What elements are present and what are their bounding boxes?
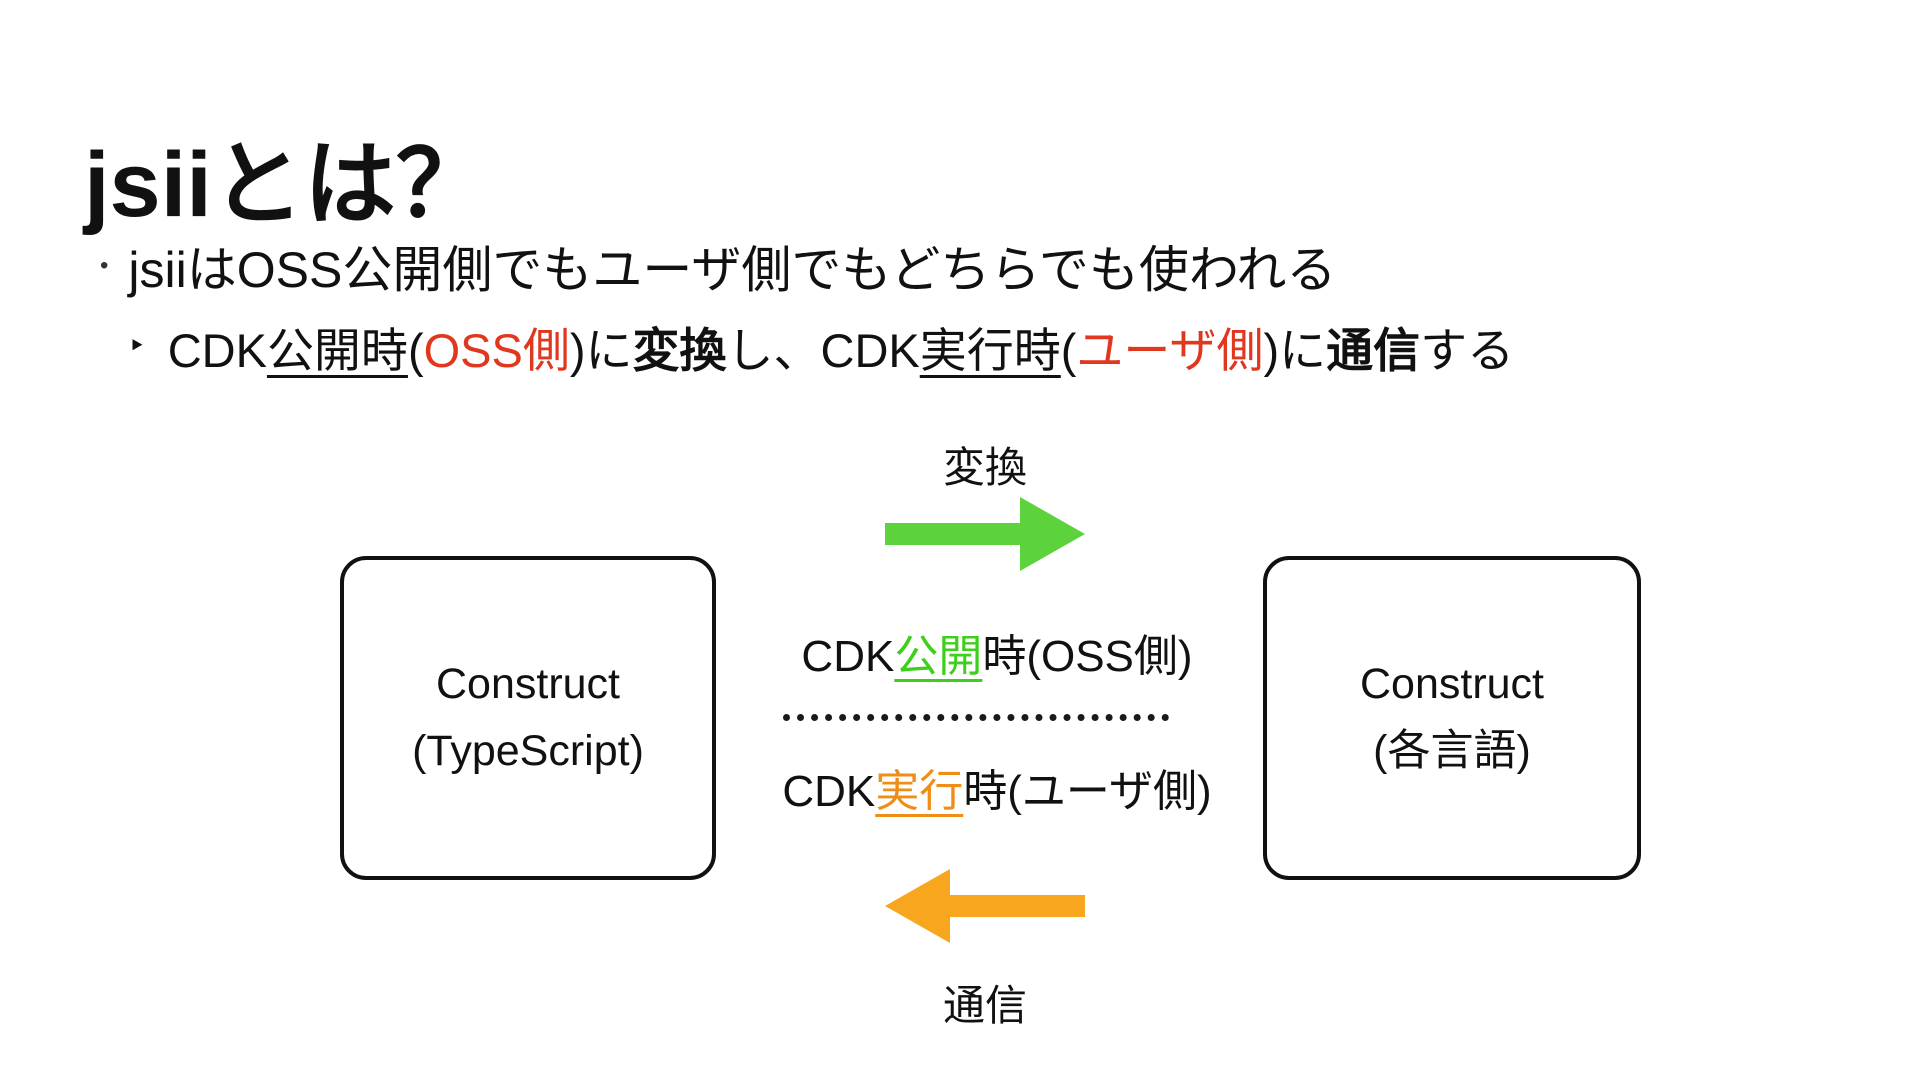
orange-left-arrow-icon [885,869,1085,943]
runtime-seg-cdk: CDK [782,767,876,816]
construct-languages-line1: Construct [1359,660,1544,709]
construct-typescript-line2: (TypeScript) [412,727,644,775]
seg-ni-2: )に [1263,324,1327,377]
bottom-arrow-label: 通信 [942,982,1027,1029]
top-arrow-label: 変換 [942,444,1027,491]
seg-tsushin: 通信 [1326,324,1421,377]
seg-paren-open-2: ( [1060,324,1077,377]
seg-publish-time: 公開時 [266,324,408,377]
seg-runtime-time: 実行時 [919,324,1061,377]
seg-oss-side: OSS側 [423,324,570,377]
runtime-time-label: CDK実行時(ユーザ側) [767,755,1227,819]
runtime-seg-jikkou: 実行 [875,767,964,816]
dotted-divider [783,714,1169,721]
construct-languages-line2: (各言語) [1373,727,1531,775]
seg-shi-cdk: し、CDK [726,324,920,377]
runtime-seg-rest: 時(ユーザ側) [963,767,1212,816]
bullet-level2: ‣ CDK公開時(OSS側)に変換し、CDK実行時(ユーザ側)に通信する [128,312,1514,381]
seg-suru: する [1420,324,1515,377]
publish-seg-cdk: CDK [801,632,895,681]
bullet-level1: • jsiiはOSS公開側でもユーザ側でもどちらでも使われる [100,230,1336,302]
bullet-level2-text: CDK公開時(OSS側)に変換し、CDK実行時(ユーザ側)に通信する [168,312,1514,381]
publish-seg-koukai: 公開 [894,632,983,681]
seg-cdk-1: CDK [167,324,267,377]
construct-typescript-line1: Construct [435,660,620,709]
seg-paren-open-1: ( [407,324,424,377]
publish-seg-rest: 時(OSS側) [982,632,1193,681]
seg-ni-1: )に [569,324,633,377]
publish-time-label: CDK公開時(OSS側) [767,620,1227,684]
seg-henkan: 変換 [632,324,727,377]
green-right-arrow-icon [885,497,1085,571]
bullet-level1-text: jsiiはOSS公開側でもユーザ側でもどちらでも使われる [128,242,1337,298]
construct-typescript-box: Construct (TypeScript) [340,556,716,880]
seg-user-side: ユーザ側 [1076,324,1264,377]
bullet-dot-marker: • [100,252,109,279]
bullet-triangle-marker: ‣ [128,330,146,363]
slide-title: jsiiとは？ [84,133,488,236]
construct-languages-box: Construct (各言語) [1263,556,1641,880]
